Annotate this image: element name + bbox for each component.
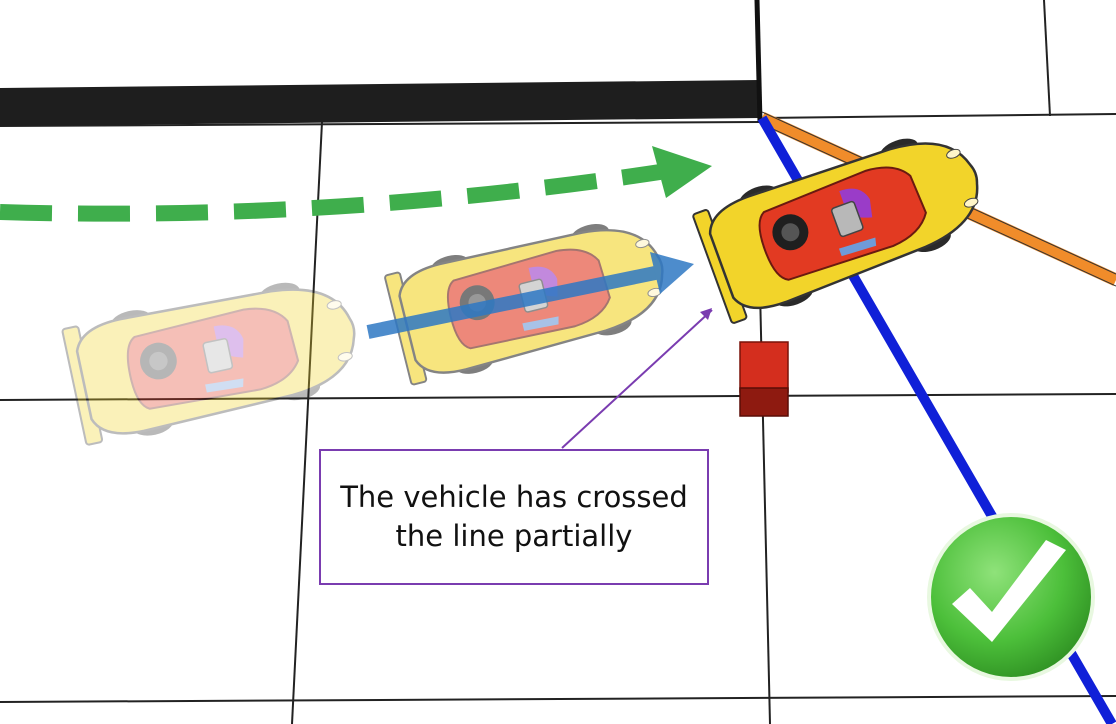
callout-line-2: the line partially (395, 519, 633, 553)
motion-arrow (366, 252, 694, 339)
car-ghost-far (59, 264, 369, 451)
marker-block (739, 341, 789, 417)
callout-line-1: The vehicle has crossed (340, 479, 688, 514)
track-wall (0, 0, 763, 126)
callout-box: The vehicle has crossed the line partial… (319, 449, 709, 585)
checkmark-icon (927, 513, 1095, 681)
car-current (689, 113, 998, 329)
trajectory-arrow (0, 146, 712, 222)
callout-pointer (561, 309, 713, 449)
